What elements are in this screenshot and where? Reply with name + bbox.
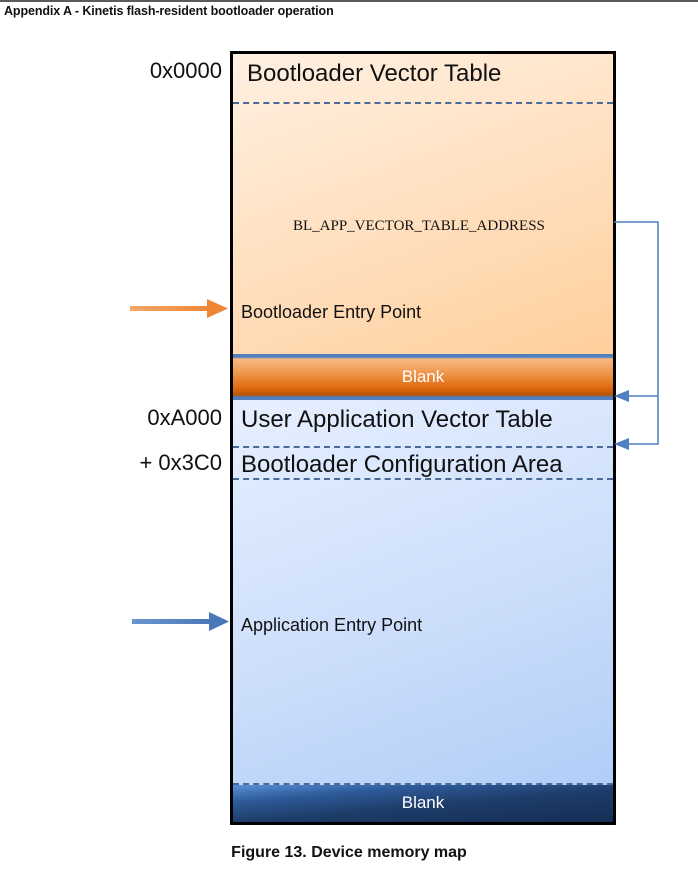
bootloader-region: Bootloader Vector Table BL_APP_VECTOR_TA… <box>233 54 613 354</box>
blank-region-lower: Blank <box>233 785 613 822</box>
blank-upper-label: Blank <box>401 367 445 386</box>
pointer-arrowhead-icon <box>614 390 629 402</box>
top-rule <box>0 0 698 2</box>
bl-app-vector-table-address-label: BL_APP_VECTOR_TABLE_ADDRESS <box>293 218 545 234</box>
memory-map: Bootloader Vector Table BL_APP_VECTOR_TA… <box>230 51 616 825</box>
blank-region-upper: Blank <box>233 354 613 400</box>
bootloader-vector-table-label: Bootloader Vector Table <box>247 60 502 87</box>
application-entry-point-label: Application Entry Point <box>241 615 423 635</box>
section-header: Appendix A - Kinetis flash-resident boot… <box>4 4 334 18</box>
dashed-divider <box>233 102 613 104</box>
bootloader-entry-arrow-icon <box>130 299 228 318</box>
application-region: User Application Vector Table Bootloader… <box>233 400 613 785</box>
dashed-divider <box>233 783 613 785</box>
vector-table-pointer-bracket <box>614 221 659 445</box>
dashed-divider <box>233 446 613 448</box>
bootloader-config-area-label: Bootloader Configuration Area <box>241 451 563 478</box>
figure-caption: Figure 13. Device memory map <box>231 844 467 861</box>
bootloader-entry-point-label: Bootloader Entry Point <box>241 302 422 322</box>
address-config-offset: + 0x3C0 <box>139 450 222 475</box>
address-bootloader-start: 0x0000 <box>149 58 222 83</box>
dashed-divider <box>233 478 613 480</box>
pointer-arrowhead-icon <box>614 438 629 450</box>
blank-lower-label: Blank <box>401 793 445 812</box>
address-app-start: 0xA000 <box>147 405 222 430</box>
user-app-vector-table-label: User Application Vector Table <box>241 406 553 433</box>
application-entry-arrow-icon <box>132 612 229 631</box>
